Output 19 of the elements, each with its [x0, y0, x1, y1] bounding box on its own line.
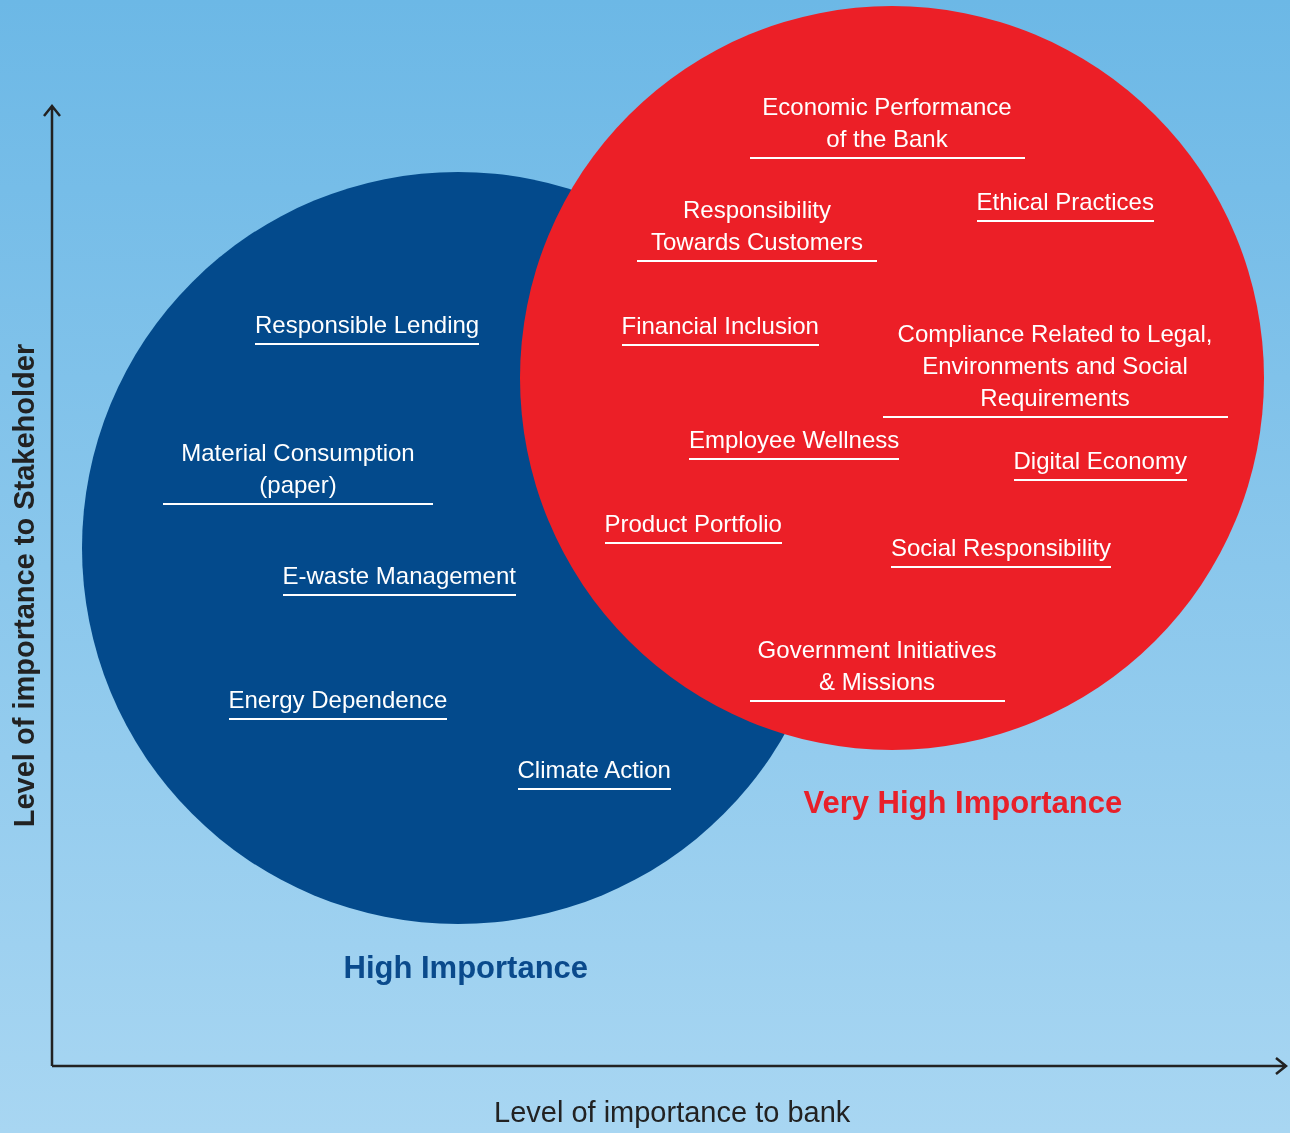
- topic-label: Responsibility Towards Customers: [637, 194, 877, 262]
- topic-label: Financial Inclusion: [621, 310, 819, 346]
- topic-label: Responsible Lending: [255, 309, 480, 345]
- topic-label: Material Consumption (paper): [163, 437, 433, 505]
- topic-label: Economic Performance of the Bank: [749, 91, 1025, 159]
- axis-label: Level of importance to bank: [494, 1096, 851, 1129]
- topic-label: Compliance Related to Legal, Environments and Social Requirements: [882, 318, 1228, 418]
- topic-label: Digital Economy: [1013, 445, 1187, 481]
- topic-label: Government Initiatives & Missions: [749, 634, 1005, 702]
- topic-label: Social Responsibility: [891, 532, 1112, 568]
- group-heading: Very High Importance: [803, 785, 1123, 821]
- topic-label: E-waste Management: [282, 560, 516, 596]
- axis-label: Level of importance to Stakeholder: [7, 343, 41, 827]
- topic-label: Ethical Practices: [976, 186, 1154, 222]
- group-heading: High Importance: [343, 950, 589, 986]
- topic-label: Product Portfolio: [604, 508, 782, 544]
- topic-label: Climate Action: [517, 754, 671, 790]
- topic-label: Energy Dependence: [228, 684, 448, 720]
- topic-label: Employee Wellness: [689, 424, 900, 460]
